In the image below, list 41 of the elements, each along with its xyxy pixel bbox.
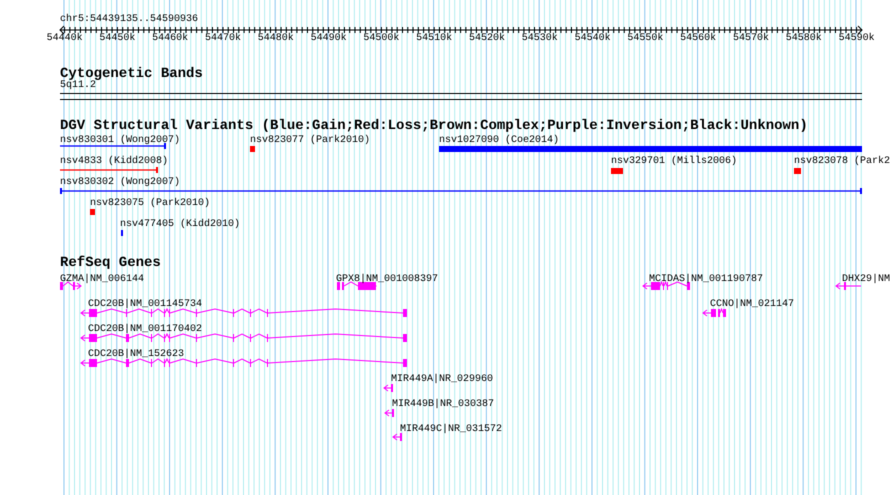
tick-label: 54550k bbox=[627, 34, 664, 44]
feature-label: GPX8|NM_001008397 bbox=[336, 275, 438, 285]
feature-label: MCIDAS|NM_001190787 bbox=[649, 275, 764, 285]
tick-label: 54580k bbox=[786, 34, 822, 44]
tick-label: 54570k bbox=[733, 34, 769, 44]
feature-label: 5q11.2 bbox=[60, 81, 96, 91]
feature-label: nsv823077 (Park2010) bbox=[250, 136, 370, 146]
feature-label: chr5:54439135..54590936 bbox=[60, 15, 198, 25]
tick-label: 54530k bbox=[522, 34, 558, 44]
feature-label: MIR449A|NR_029960 bbox=[391, 375, 494, 385]
feature-label: CDC20B|NM_001145734 bbox=[88, 300, 202, 310]
track-title: RefSeq Genes bbox=[60, 256, 161, 270]
feature-label: CDC20B|NM_001170402 bbox=[88, 325, 202, 335]
feature-label: CDC20B|NM_152623 bbox=[88, 350, 184, 360]
track-title: DGV Structural Variants (Blue:Gain;Red:Loss;Brown:Complex;Purple:Inversion;Black:Unknown) bbox=[60, 119, 808, 133]
feature-label: MIR449B|NR_030387 bbox=[392, 400, 494, 410]
track-title: Cytogenetic Bands bbox=[60, 67, 203, 81]
tick-label: 54440k bbox=[46, 34, 83, 44]
tick-label: 54460k bbox=[152, 34, 188, 44]
feature-label: nsv4833 (Kidd2008) bbox=[60, 157, 168, 167]
feature-label: nsv1027090 (Coe2014) bbox=[439, 136, 560, 146]
tick-label: 54490k bbox=[310, 34, 347, 44]
tick-label: 54540k bbox=[574, 34, 611, 44]
feature-label: nsv329701 (Mills2006) bbox=[611, 157, 738, 167]
feature-label: nsv823078 (Park2 bbox=[794, 157, 890, 167]
feature-label: GZMA|NM_006144 bbox=[60, 275, 144, 285]
tick-label: 54470k bbox=[205, 34, 241, 44]
feature-label: nsv830301 (Wong2007) bbox=[60, 136, 180, 146]
tick-label: 54590k bbox=[838, 34, 875, 44]
feature-label: DHX29|NM bbox=[842, 275, 890, 285]
feature-label: nsv823075 (Park2010) bbox=[90, 199, 210, 209]
tick-label: 54500k bbox=[363, 34, 400, 44]
feature-label: MIR449C|NR_031572 bbox=[400, 425, 502, 435]
tick-label: 54560k bbox=[680, 34, 716, 44]
feature-label: nsv830302 (Wong2007) bbox=[60, 178, 180, 188]
feature-label: CCNO|NM_021147 bbox=[710, 300, 794, 310]
tick-label: 54450k bbox=[99, 34, 136, 44]
tick-label: 54520k bbox=[469, 34, 505, 44]
tick-label: 54480k bbox=[258, 34, 294, 44]
feature-label: nsv477405 (Kidd2010) bbox=[120, 220, 240, 230]
tick-label: 54510k bbox=[416, 34, 452, 44]
